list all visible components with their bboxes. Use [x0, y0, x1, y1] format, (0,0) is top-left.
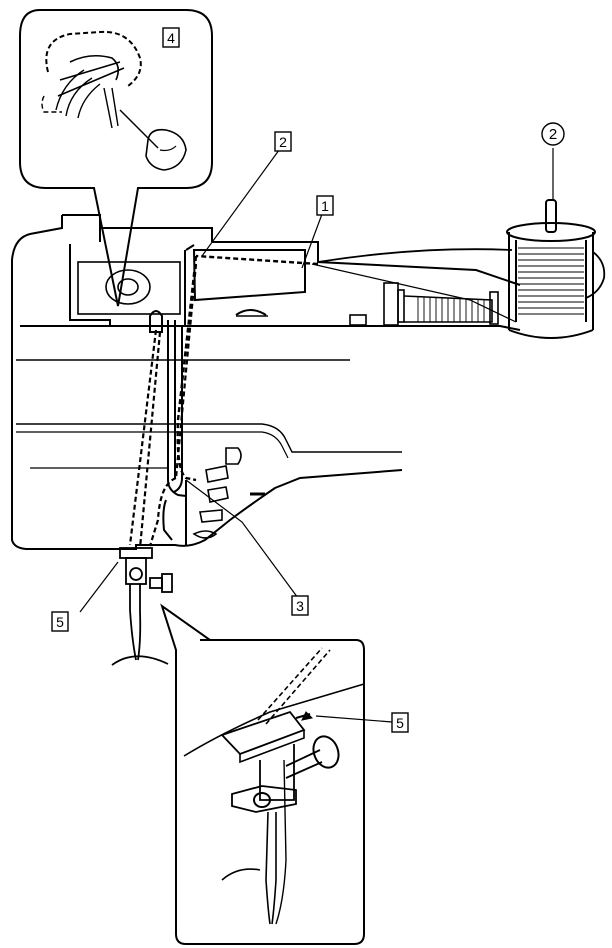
spool-pin-label: 2 [541, 122, 565, 146]
needle-assembly [111, 547, 173, 666]
step-label-5-detail-text: 5 [396, 715, 404, 731]
step-label-4-text: 4 [167, 30, 175, 46]
step-label-3-text: 3 [296, 598, 304, 614]
step-label-5-detail: 5 [391, 712, 409, 733]
step-label-2: 2 [274, 131, 292, 152]
thread-path [128, 248, 517, 549]
step-label-2-text: 2 [279, 134, 287, 150]
leader-lines [79, 145, 554, 723]
front-panel-buttons [192, 447, 242, 539]
spool-pin-label-text: 2 [549, 126, 557, 143]
step-label-5: 5 [51, 611, 69, 632]
step-label-3: 3 [291, 595, 309, 616]
bobbin-area [77, 261, 268, 317]
inset-4 [19, 9, 213, 307]
step-label-4: 4 [162, 27, 180, 48]
thread-spool [506, 199, 606, 339]
step-label-5-text: 5 [56, 614, 64, 630]
step-label-1-text: 1 [321, 198, 329, 214]
machine-body [11, 214, 521, 550]
step-label-1: 1 [316, 195, 334, 216]
inset-5 [160, 603, 365, 945]
